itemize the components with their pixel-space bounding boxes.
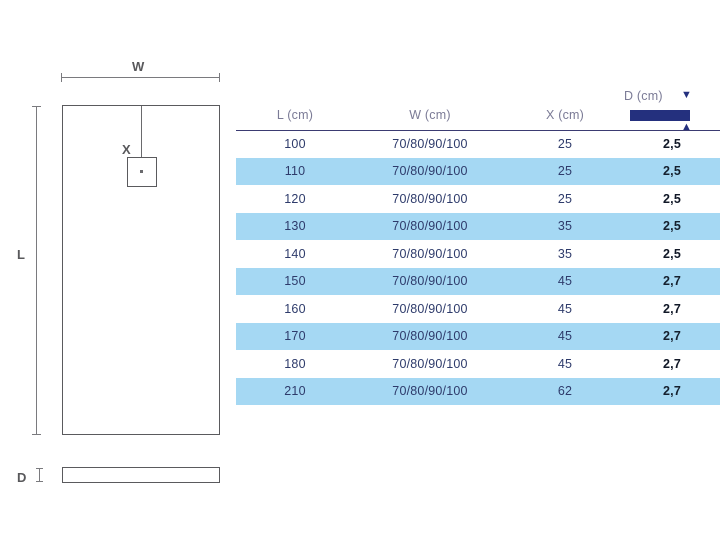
column-header-drain-offset: X (cm) bbox=[546, 107, 584, 122]
width-tick-right-icon bbox=[219, 73, 220, 82]
depth-dimension-label: D bbox=[17, 470, 27, 485]
table-body: 100 70/80/90/100 25 2,5 110 70/80/90/100 25 2,5… bbox=[236, 130, 720, 405]
cell-width: 70/80/90/100 bbox=[392, 137, 468, 151]
cell-width: 70/80/90/100 bbox=[392, 301, 468, 316]
table-row: 140 70/80/90/100 35 2,5 bbox=[236, 240, 720, 268]
cell-length: 110 bbox=[284, 164, 306, 179]
cell-drain-offset: 25 bbox=[557, 164, 573, 179]
cell-length: 120 bbox=[284, 191, 306, 206]
cell-length: 210 bbox=[284, 384, 306, 399]
table-row: 160 70/80/90/100 45 2,7 bbox=[236, 295, 720, 323]
width-dimension-label: W bbox=[132, 59, 145, 74]
cell-depth: 2,7 bbox=[663, 301, 681, 316]
cell-depth: 2,7 bbox=[663, 329, 681, 344]
drain-offset-dimension-label: X bbox=[122, 142, 132, 157]
dimensions-table: L (cm) W (cm) X (cm) 100 70/80/90/100 25 2,… bbox=[236, 85, 720, 405]
length-dimension-label: L bbox=[17, 247, 26, 262]
cell-drain-offset: 45 bbox=[557, 274, 573, 289]
depth-dimension-line bbox=[39, 468, 40, 482]
length-tick-bottom-icon bbox=[32, 434, 41, 435]
width-tick-left-icon bbox=[61, 73, 62, 82]
cell-width: 70/80/90/100 bbox=[392, 384, 468, 399]
cell-depth: 2,5 bbox=[663, 219, 681, 234]
depth-tick-bottom-icon bbox=[36, 481, 43, 482]
cell-depth: 2,5 bbox=[663, 137, 681, 151]
width-dimension-line bbox=[61, 77, 220, 78]
depth-column-header-label: D (cm) bbox=[624, 89, 663, 103]
cell-depth: 2,7 bbox=[663, 356, 681, 371]
length-tick-top-icon bbox=[32, 106, 41, 107]
arrow-down-icon: ▼ bbox=[681, 89, 692, 101]
cell-drain-offset: 45 bbox=[557, 301, 573, 316]
cell-width: 70/80/90/100 bbox=[392, 246, 468, 261]
cell-width: 70/80/90/100 bbox=[392, 164, 468, 179]
table-row: 110 70/80/90/100 25 2,5 bbox=[236, 157, 720, 185]
cell-length: 150 bbox=[284, 274, 306, 289]
cell-depth: 2,5 bbox=[663, 246, 681, 261]
cell-drain-offset: 45 bbox=[557, 329, 573, 344]
cell-depth: 2,5 bbox=[663, 164, 681, 179]
cell-depth: 2,7 bbox=[663, 274, 681, 289]
shower-tray-side-view bbox=[62, 467, 220, 483]
table-header-row: L (cm) W (cm) X (cm) bbox=[236, 85, 720, 130]
cell-depth: 2,5 bbox=[663, 191, 681, 206]
cell-length: 160 bbox=[284, 301, 306, 316]
table-row: 150 70/80/90/100 45 2,7 bbox=[236, 267, 720, 295]
drain-center-line bbox=[141, 106, 143, 172]
technical-drawing: W L X D bbox=[0, 0, 236, 540]
thickness-bar-icon bbox=[630, 110, 690, 121]
cell-depth: 2,7 bbox=[663, 384, 681, 399]
cell-length: 140 bbox=[284, 246, 306, 261]
cell-width: 70/80/90/100 bbox=[392, 219, 468, 234]
cell-length: 170 bbox=[284, 329, 306, 344]
cell-length: 130 bbox=[284, 219, 306, 234]
length-dimension-line bbox=[36, 106, 37, 435]
drain-center-dot-icon bbox=[140, 170, 143, 173]
dimensions-table-area: D (cm) ▼ ▲ L (cm) W (cm) X (cm) 100 70/80… bbox=[236, 85, 720, 420]
cell-drain-offset: 45 bbox=[557, 356, 573, 371]
column-header-length: L (cm) bbox=[276, 107, 314, 122]
table-row: 210 70/80/90/100 62 2,7 bbox=[236, 377, 720, 405]
arrow-up-icon: ▲ bbox=[681, 121, 692, 133]
cell-length: 180 bbox=[284, 356, 306, 371]
cell-drain-offset: 35 bbox=[557, 219, 573, 234]
column-header-depth-spacer bbox=[624, 85, 720, 130]
table-row: 100 70/80/90/100 25 2,5 bbox=[236, 130, 720, 158]
cell-width: 70/80/90/100 bbox=[392, 191, 468, 206]
depth-header-graphic: D (cm) ▼ ▲ bbox=[624, 88, 720, 136]
table-row: 120 70/80/90/100 25 2,5 bbox=[236, 185, 720, 213]
cell-drain-offset: 35 bbox=[557, 246, 573, 261]
column-header-width: W (cm) bbox=[409, 107, 451, 122]
cell-width: 70/80/90/100 bbox=[392, 274, 468, 289]
table-row: 170 70/80/90/100 45 2,7 bbox=[236, 322, 720, 350]
cell-width: 70/80/90/100 bbox=[392, 329, 468, 344]
cell-length: 100 bbox=[284, 137, 306, 151]
table-row: 130 70/80/90/100 35 2,5 bbox=[236, 212, 720, 240]
cell-width: 70/80/90/100 bbox=[392, 356, 468, 371]
depth-tick-top-icon bbox=[36, 468, 43, 469]
cell-drain-offset: 25 bbox=[557, 137, 573, 151]
table-row: 180 70/80/90/100 45 2,7 bbox=[236, 350, 720, 378]
cell-drain-offset: 62 bbox=[557, 384, 573, 399]
table-header: L (cm) W (cm) X (cm) bbox=[236, 85, 720, 130]
cell-drain-offset: 25 bbox=[557, 191, 573, 206]
